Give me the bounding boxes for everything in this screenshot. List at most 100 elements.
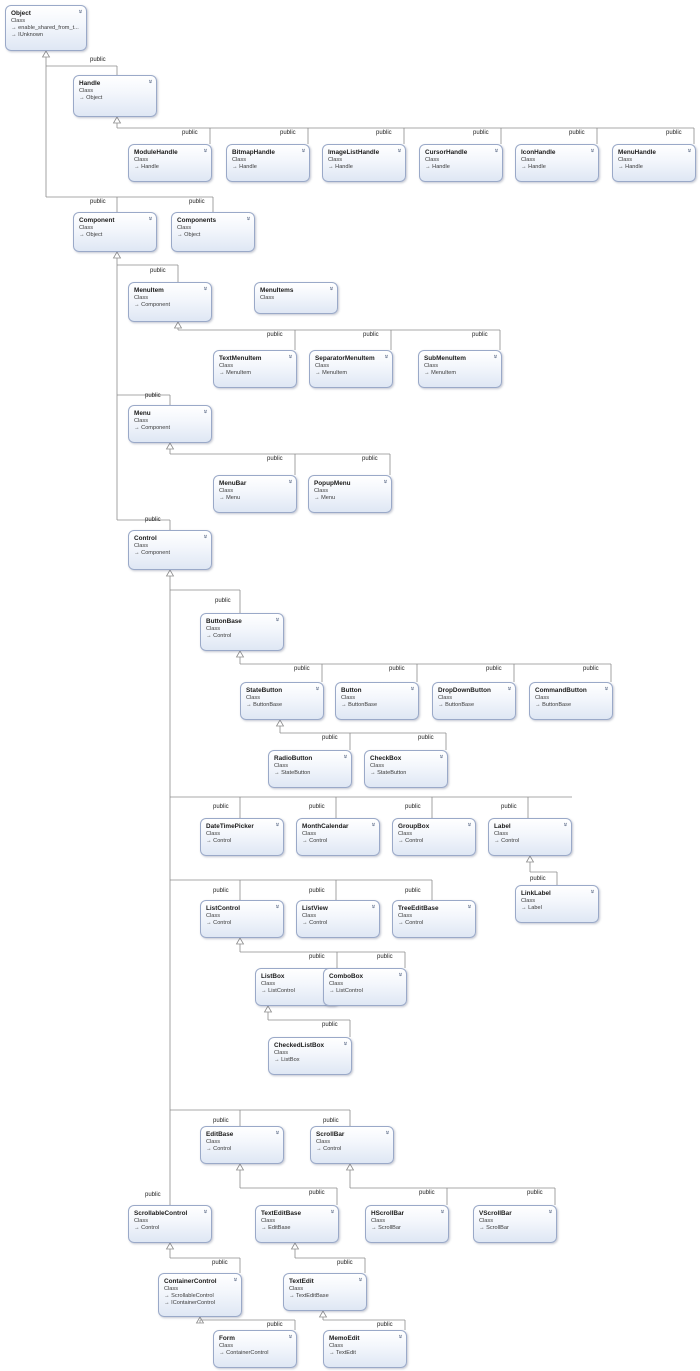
double-chevron-down-icon[interactable]: »: [273, 904, 281, 909]
double-chevron-down-icon[interactable]: »: [231, 1277, 239, 1282]
double-chevron-down-icon[interactable]: »: [396, 972, 404, 977]
double-chevron-down-icon[interactable]: »: [396, 1334, 404, 1339]
double-chevron-down-icon[interactable]: »: [299, 148, 307, 153]
double-chevron-down-icon[interactable]: »: [201, 1209, 209, 1214]
access-label: public: [213, 804, 229, 810]
double-chevron-down-icon[interactable]: »: [369, 822, 377, 827]
double-chevron-down-icon[interactable]: »: [341, 1041, 349, 1046]
double-chevron-down-icon[interactable]: »: [408, 686, 416, 691]
double-chevron-down-icon[interactable]: »: [438, 1209, 446, 1214]
double-chevron-down-icon[interactable]: »: [491, 354, 499, 359]
double-chevron-down-icon[interactable]: »: [313, 686, 321, 691]
double-chevron-down-icon[interactable]: »: [273, 617, 281, 622]
double-chevron-down-icon[interactable]: »: [382, 354, 390, 359]
double-chevron-down-icon[interactable]: »: [328, 1209, 336, 1214]
double-chevron-down-icon[interactable]: »: [561, 822, 569, 827]
base-class-name: ButtonBase: [540, 702, 572, 708]
double-chevron-down-icon[interactable]: »: [602, 686, 610, 691]
access-label: public: [583, 666, 599, 672]
double-chevron-down-icon[interactable]: »: [381, 479, 389, 484]
double-chevron-down-icon[interactable]: »: [437, 754, 445, 759]
double-chevron-down-icon[interactable]: »: [286, 1334, 294, 1339]
double-chevron-down-icon[interactable]: »: [546, 1209, 554, 1214]
double-chevron-down-icon[interactable]: »: [146, 79, 154, 84]
base-class-ref: → EditBase: [261, 1225, 333, 1232]
double-chevron-down-icon[interactable]: »: [341, 754, 349, 759]
double-chevron-down-icon[interactable]: »: [327, 286, 335, 291]
double-chevron-down-icon[interactable]: »: [588, 889, 596, 894]
double-chevron-down-icon[interactable]: »: [492, 148, 500, 153]
double-chevron-down-icon[interactable]: »: [588, 148, 596, 153]
double-chevron-down-icon[interactable]: »: [146, 216, 154, 221]
double-chevron-down-icon[interactable]: »: [685, 148, 693, 153]
double-chevron-down-icon[interactable]: »: [273, 1130, 281, 1135]
double-chevron-down-icon[interactable]: »: [201, 409, 209, 414]
double-chevron-down-icon[interactable]: »: [383, 1130, 391, 1135]
double-chevron-down-icon[interactable]: »: [273, 822, 281, 827]
base-class-ref: → MenuItem: [424, 370, 496, 377]
double-chevron-down-icon[interactable]: »: [465, 822, 473, 827]
double-chevron-down-icon[interactable]: »: [201, 286, 209, 291]
double-chevron-down-icon[interactable]: »: [244, 216, 252, 221]
double-chevron-down-icon[interactable]: »: [76, 9, 84, 14]
double-chevron-down-icon[interactable]: »: [201, 534, 209, 539]
access-label: public: [377, 954, 393, 960]
double-chevron-down-icon[interactable]: »: [505, 686, 513, 691]
double-chevron-down-icon[interactable]: »: [201, 148, 209, 153]
base-class-name: TextEditBase: [294, 1293, 329, 1299]
double-chevron-down-icon[interactable]: »: [286, 479, 294, 484]
class-kind: Class: [314, 488, 328, 494]
double-chevron-down-icon[interactable]: »: [286, 354, 294, 359]
double-chevron-down-icon[interactable]: »: [369, 904, 377, 909]
double-chevron-down-icon[interactable]: »: [356, 1277, 364, 1282]
double-chevron-down-icon[interactable]: »: [395, 148, 403, 153]
double-chevron-down-icon[interactable]: »: [465, 904, 473, 909]
